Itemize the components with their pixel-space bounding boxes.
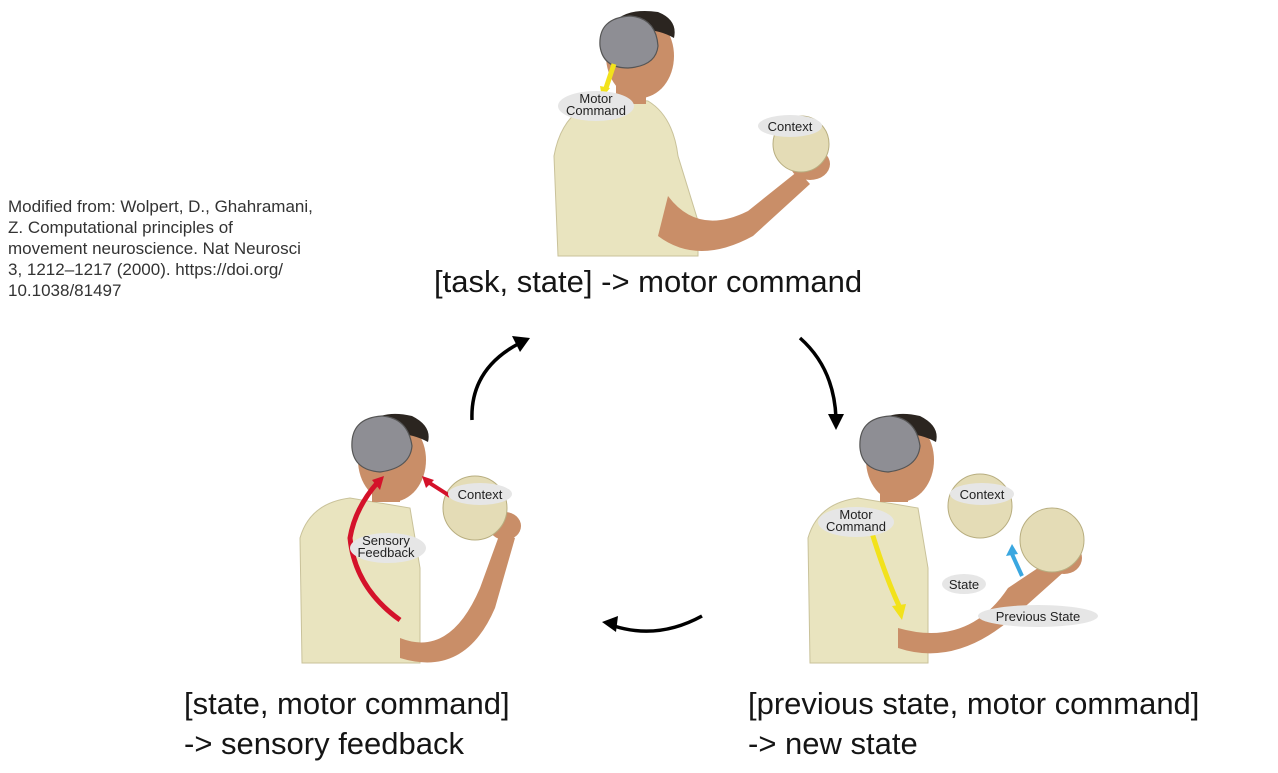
forearm — [898, 558, 1066, 654]
label-motor-command-line2: Command — [826, 519, 886, 534]
label-motor-command-line1: Motor — [579, 91, 613, 106]
caption-left-line2: -> sensory feedback — [184, 726, 465, 761]
brain-icon — [351, 415, 413, 473]
citation-text: Modified from: Wolpert, D., Ghahramani, … — [8, 197, 313, 300]
label-motor-command-line1: Motor — [839, 507, 873, 522]
forearm — [658, 171, 810, 251]
figure-new-state: Motor Command Context State Previous Sta… — [807, 408, 1103, 664]
caption-right-line1: [previous state, motor command] — [748, 686, 1200, 721]
label-motor-command-line2: Command — [566, 103, 626, 118]
cycle-arrow-right-to-left-icon — [602, 614, 703, 633]
label-state: State — [949, 577, 979, 592]
torso-shirt — [553, 97, 699, 257]
torso-shirt — [299, 497, 421, 664]
caption-right-line2: -> new state — [748, 726, 918, 761]
label-previous-state: Previous State — [996, 609, 1081, 624]
label-sensory-line2: Feedback — [357, 545, 415, 560]
previous-state-ball — [1019, 507, 1085, 573]
caption-top: [task, state] -> motor command — [434, 264, 863, 299]
cycle-arrow-top-to-right-icon — [798, 336, 844, 430]
caption-right: [previous state, motor command] -> new s… — [748, 684, 1199, 764]
cycle-arrow-left-to-top-icon — [470, 336, 530, 421]
label-context: Context — [458, 487, 503, 502]
forearm — [400, 533, 515, 663]
figure-motor-command: Motor Command Context — [548, 6, 838, 257]
brain-icon — [599, 15, 659, 69]
caption-left: [state, motor command] -> sensory feedba… — [184, 684, 510, 764]
caption-left-line1: [state, motor command] — [184, 686, 510, 721]
label-sensory-line1: Sensory — [362, 533, 410, 548]
label-context: Context — [768, 119, 813, 134]
label-context: Context — [960, 487, 1005, 502]
torso-shirt — [807, 497, 929, 664]
figure-sensory-feedback: Sensory Feedback Context — [299, 408, 530, 664]
brain-icon — [859, 415, 921, 473]
